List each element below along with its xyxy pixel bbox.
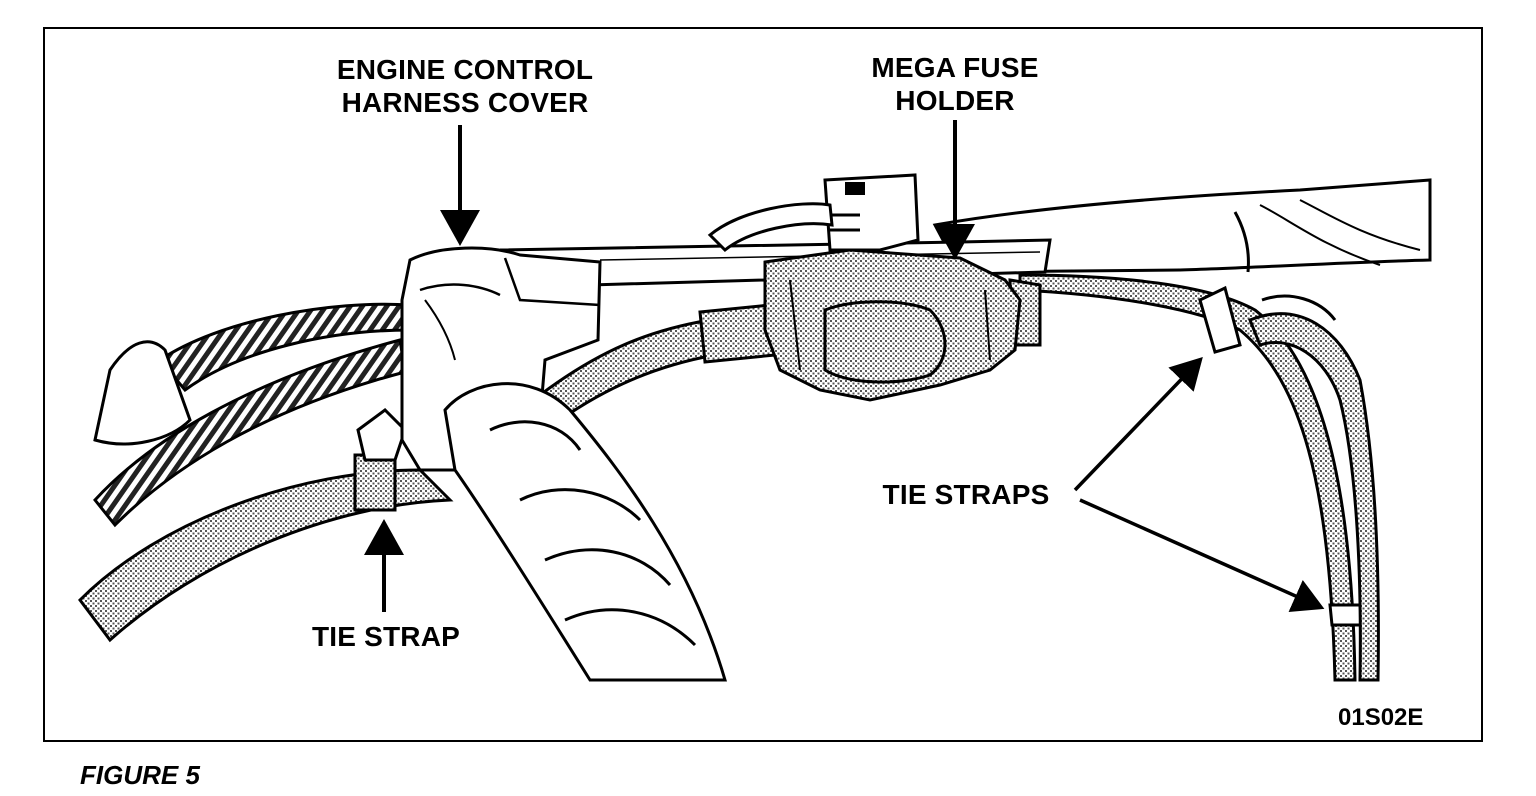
- tie-straps-label: TIE STRAPS: [882, 479, 1050, 510]
- pointer-arrows: [364, 120, 1325, 613]
- mega-fuse-line2: HOLDER: [895, 85, 1015, 116]
- figure-id: 01S02E: [1338, 704, 1424, 731]
- tie-straps-arrow-lower: [1079, 498, 1325, 613]
- engine-control-harness-cover-label: ENGINE CONTROL HARNESS COVER: [300, 53, 630, 119]
- tie-straps-arrow-upper: [1073, 356, 1203, 492]
- middle-harness: [537, 303, 777, 423]
- upper-right-hose: [932, 178, 1432, 274]
- mega-fuse-holder: [763, 248, 1022, 402]
- mega-fuse-holder-label: MEGA FUSE HOLDER: [820, 51, 1090, 117]
- left-corrugated-conduits: [93, 302, 412, 528]
- engine-control-line1: ENGINE CONTROL: [336, 54, 594, 85]
- right-vertical-sleeve: [1248, 294, 1380, 682]
- mega-fuse-line1: MEGA FUSE: [871, 52, 1039, 83]
- left-tie-strap-head: [356, 408, 407, 462]
- fuse-connector: [707, 173, 920, 253]
- figure-caption: FIGURE 5: [80, 760, 200, 790]
- foreground-hose: [443, 382, 728, 682]
- engine-control-line2: HARNESS COVER: [341, 87, 589, 118]
- tie-strap-label: TIE STRAP: [311, 621, 461, 652]
